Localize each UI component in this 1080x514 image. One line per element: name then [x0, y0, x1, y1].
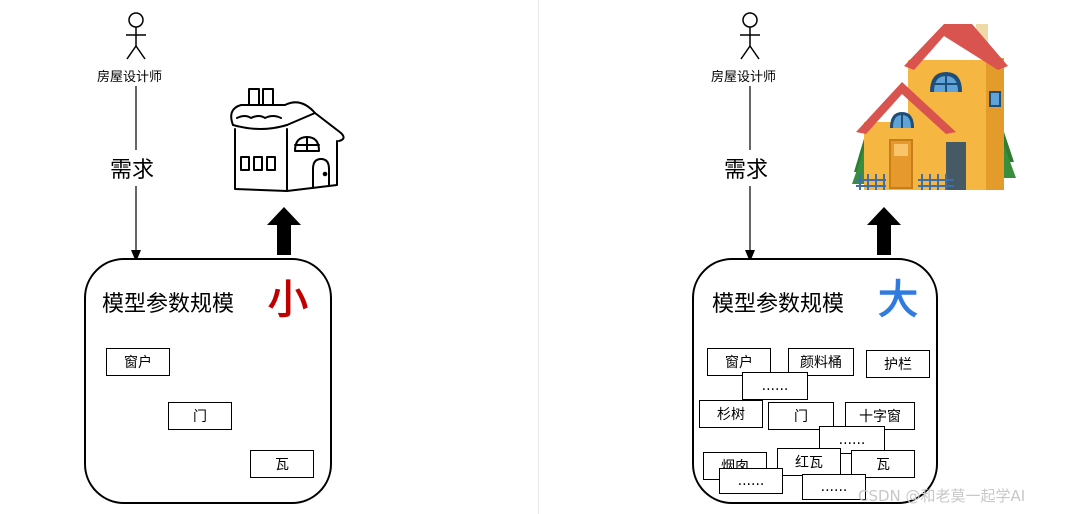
part-cross-window: 十字窗	[845, 402, 915, 430]
output-arrow-up	[267, 207, 301, 255]
part-more: ......	[742, 372, 808, 400]
color-house-icon	[852, 24, 1016, 190]
person-icon	[126, 12, 146, 60]
part-door: 门	[768, 402, 834, 430]
watermark: CSDN @和老莫一起学AI	[858, 487, 1026, 505]
part-fir-tree: 杉树	[699, 400, 763, 428]
role-label: 房屋设计师	[711, 70, 777, 85]
model-box-large: 模型参数规模 大 窗户 颜料桶 护栏 ...... 杉树 门 十字窗 .....…	[692, 258, 938, 504]
need-label: 需求	[724, 150, 769, 186]
box-title: 模型参数规模	[102, 292, 235, 317]
part-paint-bucket: 颜料桶	[788, 348, 854, 376]
scale-label-large: 大	[878, 277, 918, 323]
scale-label-small: 小	[268, 277, 308, 323]
person-icon	[740, 12, 760, 60]
part-tile: 瓦	[851, 450, 915, 478]
part-window: 窗户	[707, 348, 771, 376]
part-window: 窗户	[106, 348, 170, 376]
role-label: 房屋设计师	[97, 70, 163, 85]
part-tile: 瓦	[250, 450, 314, 478]
part-more: ......	[719, 468, 783, 494]
box-title: 模型参数规模	[712, 292, 845, 317]
sketch-house-icon	[230, 88, 345, 192]
part-more: ......	[802, 474, 866, 500]
part-red-tile: 红瓦	[777, 448, 841, 476]
part-door: 门	[168, 402, 232, 430]
panel-divider	[538, 0, 539, 514]
need-label: 需求	[110, 150, 155, 186]
part-railing: 护栏	[866, 350, 930, 378]
model-box-small: 模型参数规模 小 窗户 门 瓦	[84, 258, 332, 504]
output-arrow-up	[867, 207, 901, 255]
